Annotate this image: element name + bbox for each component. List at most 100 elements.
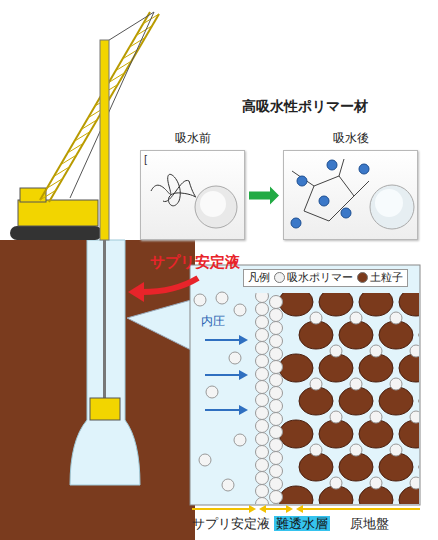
arrowhead <box>239 335 248 345</box>
arrowhead <box>286 505 293 513</box>
block-arrow <box>249 186 279 204</box>
polymer-particle <box>370 411 382 423</box>
legend-title: 凡例 <box>248 271 270 285</box>
box-heading: 吸水後 <box>283 131 418 145</box>
water-molecule <box>297 176 307 186</box>
polymer-particle <box>199 454 211 466</box>
legend-text: 土粒子 <box>370 271 403 285</box>
arrowhead <box>128 282 144 302</box>
polymer-particle <box>270 348 283 361</box>
polymer-particle <box>270 387 283 400</box>
boom-lattice <box>81 120 97 130</box>
polymer-particle <box>270 309 283 322</box>
polymer-particle <box>256 459 269 472</box>
polymer-particle <box>330 345 342 357</box>
range-arrow <box>302 508 420 510</box>
polymer-network <box>292 159 369 221</box>
polymer-chain <box>151 175 196 206</box>
water-molecule <box>359 164 369 174</box>
arrowhead <box>296 505 303 513</box>
polymer-particle <box>234 434 246 446</box>
polymer-particle <box>310 312 322 324</box>
legend-item: 土粒子 <box>357 271 403 285</box>
polymer-particle <box>390 378 402 390</box>
polymer-particle <box>310 378 322 390</box>
polymer-particle <box>256 355 269 368</box>
sample-highlight <box>375 189 403 217</box>
polymer-particle <box>256 446 269 459</box>
soil-particle <box>399 293 419 316</box>
sample-photo <box>370 185 414 229</box>
polymer-particle <box>229 352 241 364</box>
boom-lattice <box>40 190 56 200</box>
polymer-particle <box>256 472 269 485</box>
polymer-particle <box>256 485 269 498</box>
label: サプリ安定液 <box>150 253 240 271</box>
polymer-particle <box>256 368 269 381</box>
soil-particle <box>379 321 413 349</box>
boom-lattice <box>74 132 90 142</box>
polymer-particle <box>256 498 269 505</box>
polymer-particle <box>256 433 269 446</box>
polymer-particle <box>350 444 362 456</box>
arrowhead <box>239 405 248 415</box>
soil-particle <box>319 420 353 448</box>
image-frame <box>283 150 418 240</box>
arrowhead <box>249 505 256 513</box>
frame-drawing <box>141 151 244 239</box>
boom-lattice <box>47 179 63 189</box>
boom-lattice <box>116 61 132 71</box>
polymer-particle <box>330 477 342 489</box>
pressure-arrow <box>205 409 240 411</box>
polymer-particle <box>256 420 269 433</box>
pressure-arrow <box>205 339 240 341</box>
water-molecule <box>341 208 351 218</box>
crane-body <box>18 200 98 226</box>
boom-lattice <box>54 167 70 177</box>
water-molecule <box>291 218 301 228</box>
boom-lattice <box>68 143 84 153</box>
polymer-particle <box>350 378 362 390</box>
polymer-particle <box>256 342 269 355</box>
polymer-particle <box>270 426 283 439</box>
soil-particle <box>379 453 413 481</box>
soil-particle <box>319 293 353 316</box>
polymer-particle <box>206 386 218 398</box>
soil-particle <box>339 387 373 415</box>
soil-particle <box>379 387 413 415</box>
pressure-arrow <box>205 374 240 376</box>
soil-particle <box>359 354 393 382</box>
soil-particle <box>319 354 353 382</box>
polymer-particle <box>350 312 362 324</box>
polymer-particle <box>256 407 269 420</box>
boom-chord <box>40 12 150 200</box>
label: 原地盤 <box>350 516 389 531</box>
callout-wedge <box>127 300 191 350</box>
soil-particle <box>279 293 313 316</box>
boom-lattice <box>129 38 145 48</box>
polymer-particle <box>270 335 283 348</box>
image-box: 吸水後 <box>283 131 418 240</box>
soil-particle <box>279 420 313 448</box>
ground <box>0 240 195 540</box>
boom-lattice <box>61 155 77 165</box>
label: 難透水層 <box>274 516 330 531</box>
polymer-particle <box>256 316 269 329</box>
soil-particle <box>299 453 333 481</box>
polymer-particle <box>270 361 283 374</box>
range-arrow <box>265 508 287 510</box>
soil-particle <box>359 293 393 316</box>
polymer-particle <box>270 465 283 478</box>
polymer-particle <box>216 292 228 304</box>
soil-particle <box>399 420 419 448</box>
range-arrow <box>192 508 250 510</box>
polymer-particle <box>256 329 269 342</box>
arrowhead <box>239 370 248 380</box>
polymer-particle <box>222 479 234 491</box>
polymer-particle <box>270 439 283 452</box>
polymer-particle <box>410 411 419 423</box>
polymer-particle <box>310 444 322 456</box>
boom-lattice <box>109 73 125 83</box>
polymer-particle <box>270 478 283 491</box>
crawler <box>10 226 102 240</box>
